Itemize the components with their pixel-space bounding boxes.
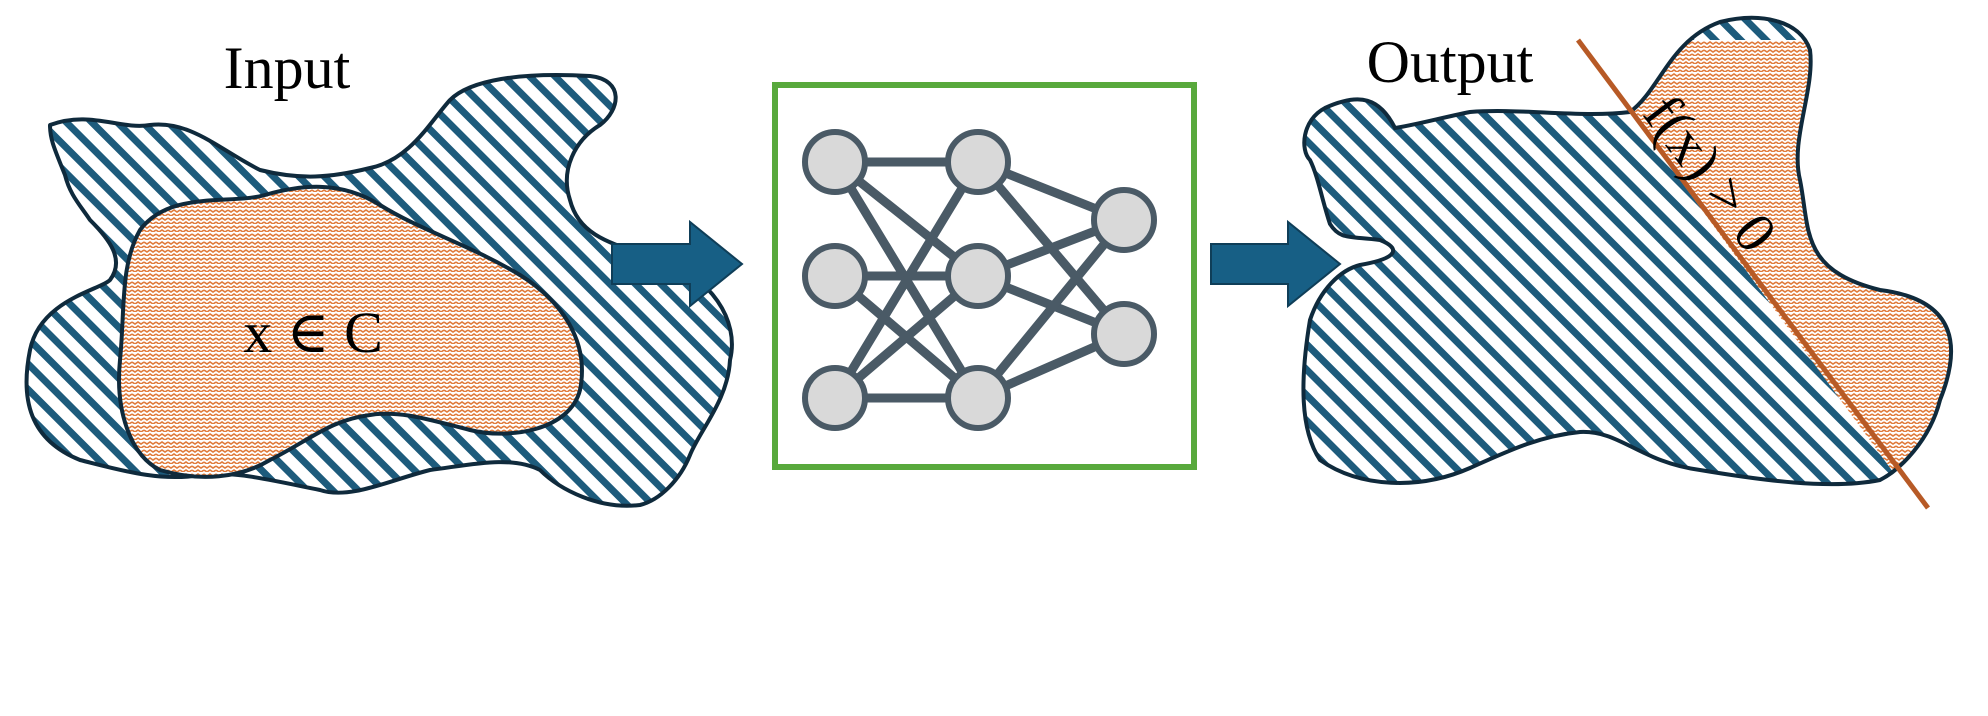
output-domain: Output f(x) > 0	[1301, 15, 1954, 510]
network-nodes	[802, 129, 1157, 431]
output-title: Output	[1367, 29, 1534, 95]
network-node	[945, 129, 1011, 195]
network-node	[1091, 187, 1157, 253]
network-node	[802, 129, 868, 195]
input-domain: Input x ∈ C	[24, 35, 734, 508]
network-link	[973, 215, 1129, 403]
input-title: Input	[224, 35, 351, 101]
network-node	[802, 365, 868, 431]
network-node	[1091, 301, 1157, 367]
neural-network-block	[772, 82, 1197, 470]
input-set-c-region	[117, 184, 584, 479]
input-set-expression: x ∈ C	[243, 300, 383, 365]
network-node	[945, 365, 1011, 431]
network-link	[830, 157, 983, 403]
network-node	[802, 243, 868, 309]
arrow-network-to-output	[1210, 219, 1342, 309]
decision-boundary-line	[1575, 38, 1931, 510]
arrow-input-to-network	[611, 219, 744, 309]
network-node	[945, 243, 1011, 309]
